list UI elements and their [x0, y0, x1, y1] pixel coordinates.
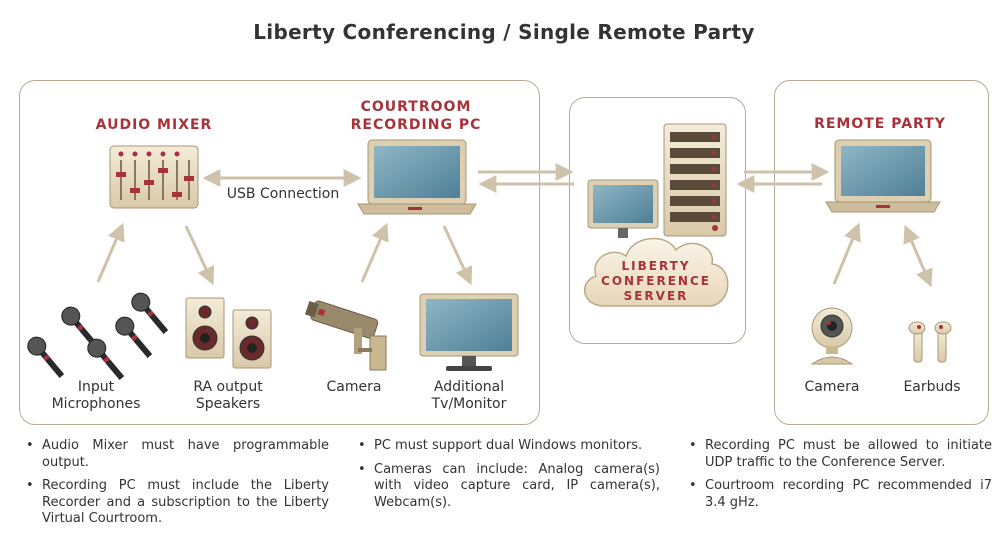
input-microphones-line1: Input: [77, 379, 115, 395]
cloud-line3: SERVER: [623, 289, 689, 303]
recording-pc-heading-line2: RECORDING PC: [350, 117, 482, 133]
monitor-line1: Additional: [433, 379, 505, 395]
laptop-earbuds-arrow: [903, 224, 933, 288]
notes-column-1: Audio Mixer must have programmable outpu…: [24, 438, 329, 535]
note-item: Courtroom recording PC recommended i7 3.…: [687, 478, 992, 511]
monitor-line2: Tv/Monitor: [431, 396, 507, 412]
remote-laptop-icon: [825, 139, 941, 213]
recording-pc-heading: COURTROOM RECORDING PC: [336, 98, 496, 134]
earbuds-label: Earbuds: [903, 379, 961, 395]
remote-party-heading: REMOTE PARTY: [814, 116, 946, 132]
recording-pc-heading-line1: COURTROOM: [360, 99, 472, 115]
webcam-to-laptop-arrow: [832, 222, 861, 285]
usb-connection-label: USB Connection: [226, 186, 340, 202]
speakers-line2: Speakers: [195, 396, 261, 412]
earbuds-icon: [908, 321, 952, 363]
cloud-line2: CONFERENCE: [601, 274, 711, 288]
server-monitor-icon: [587, 179, 659, 238]
note-item: Audio Mixer must have programmable outpu…: [24, 438, 329, 471]
cloud-line1: LIBERTY: [621, 259, 691, 273]
notes-column-3: Recording PC must be allowed to initiate…: [687, 438, 992, 518]
cloud-label: LIBERTY CONFERENCE SERVER: [596, 259, 716, 304]
server-tower-icon: [663, 123, 727, 237]
monitor-label: Additional Tv/Monitor: [410, 379, 528, 413]
speakers-icon: [185, 297, 272, 369]
recording-laptop-icon: [357, 139, 477, 215]
connection-arrows: [96, 163, 933, 288]
notes-column-2: PC must support dual Windows monitors. C…: [356, 438, 660, 518]
microphones-icon: [27, 292, 169, 380]
note-item: PC must support dual Windows monitors.: [356, 438, 660, 455]
audio-mixer-icon: [109, 145, 199, 209]
webcam-icon: [810, 307, 854, 365]
input-microphones-label: Input Microphones: [36, 379, 156, 413]
mics-to-mixer-arrow: [96, 222, 125, 283]
audio-mixer-heading: AUDIO MIXER: [95, 117, 213, 133]
monitor-icon: [419, 293, 519, 371]
remote-party-panel: [774, 80, 989, 425]
cloud-icon: [583, 237, 729, 307]
note-item: Recording PC must include the Liberty Re…: [24, 478, 329, 528]
remote-camera-label: Camera: [804, 379, 860, 395]
input-microphones-line2: Microphones: [51, 396, 141, 412]
courtroom-camera-label: Camera: [326, 379, 382, 395]
speakers-line1: RA output: [193, 379, 263, 395]
camera-to-pc-arrow: [360, 222, 389, 283]
note-item: Recording PC must be allowed to initiate…: [687, 438, 992, 471]
pc-to-monitor-arrow: [442, 225, 473, 286]
security-camera-icon: [305, 300, 387, 371]
mixer-to-speakers-arrow: [184, 225, 215, 286]
note-item: Cameras can include: Analog camera(s) wi…: [356, 462, 660, 512]
page-title: Liberty Conferencing / Single Remote Par…: [253, 20, 755, 44]
speakers-label: RA output Speakers: [170, 379, 286, 413]
